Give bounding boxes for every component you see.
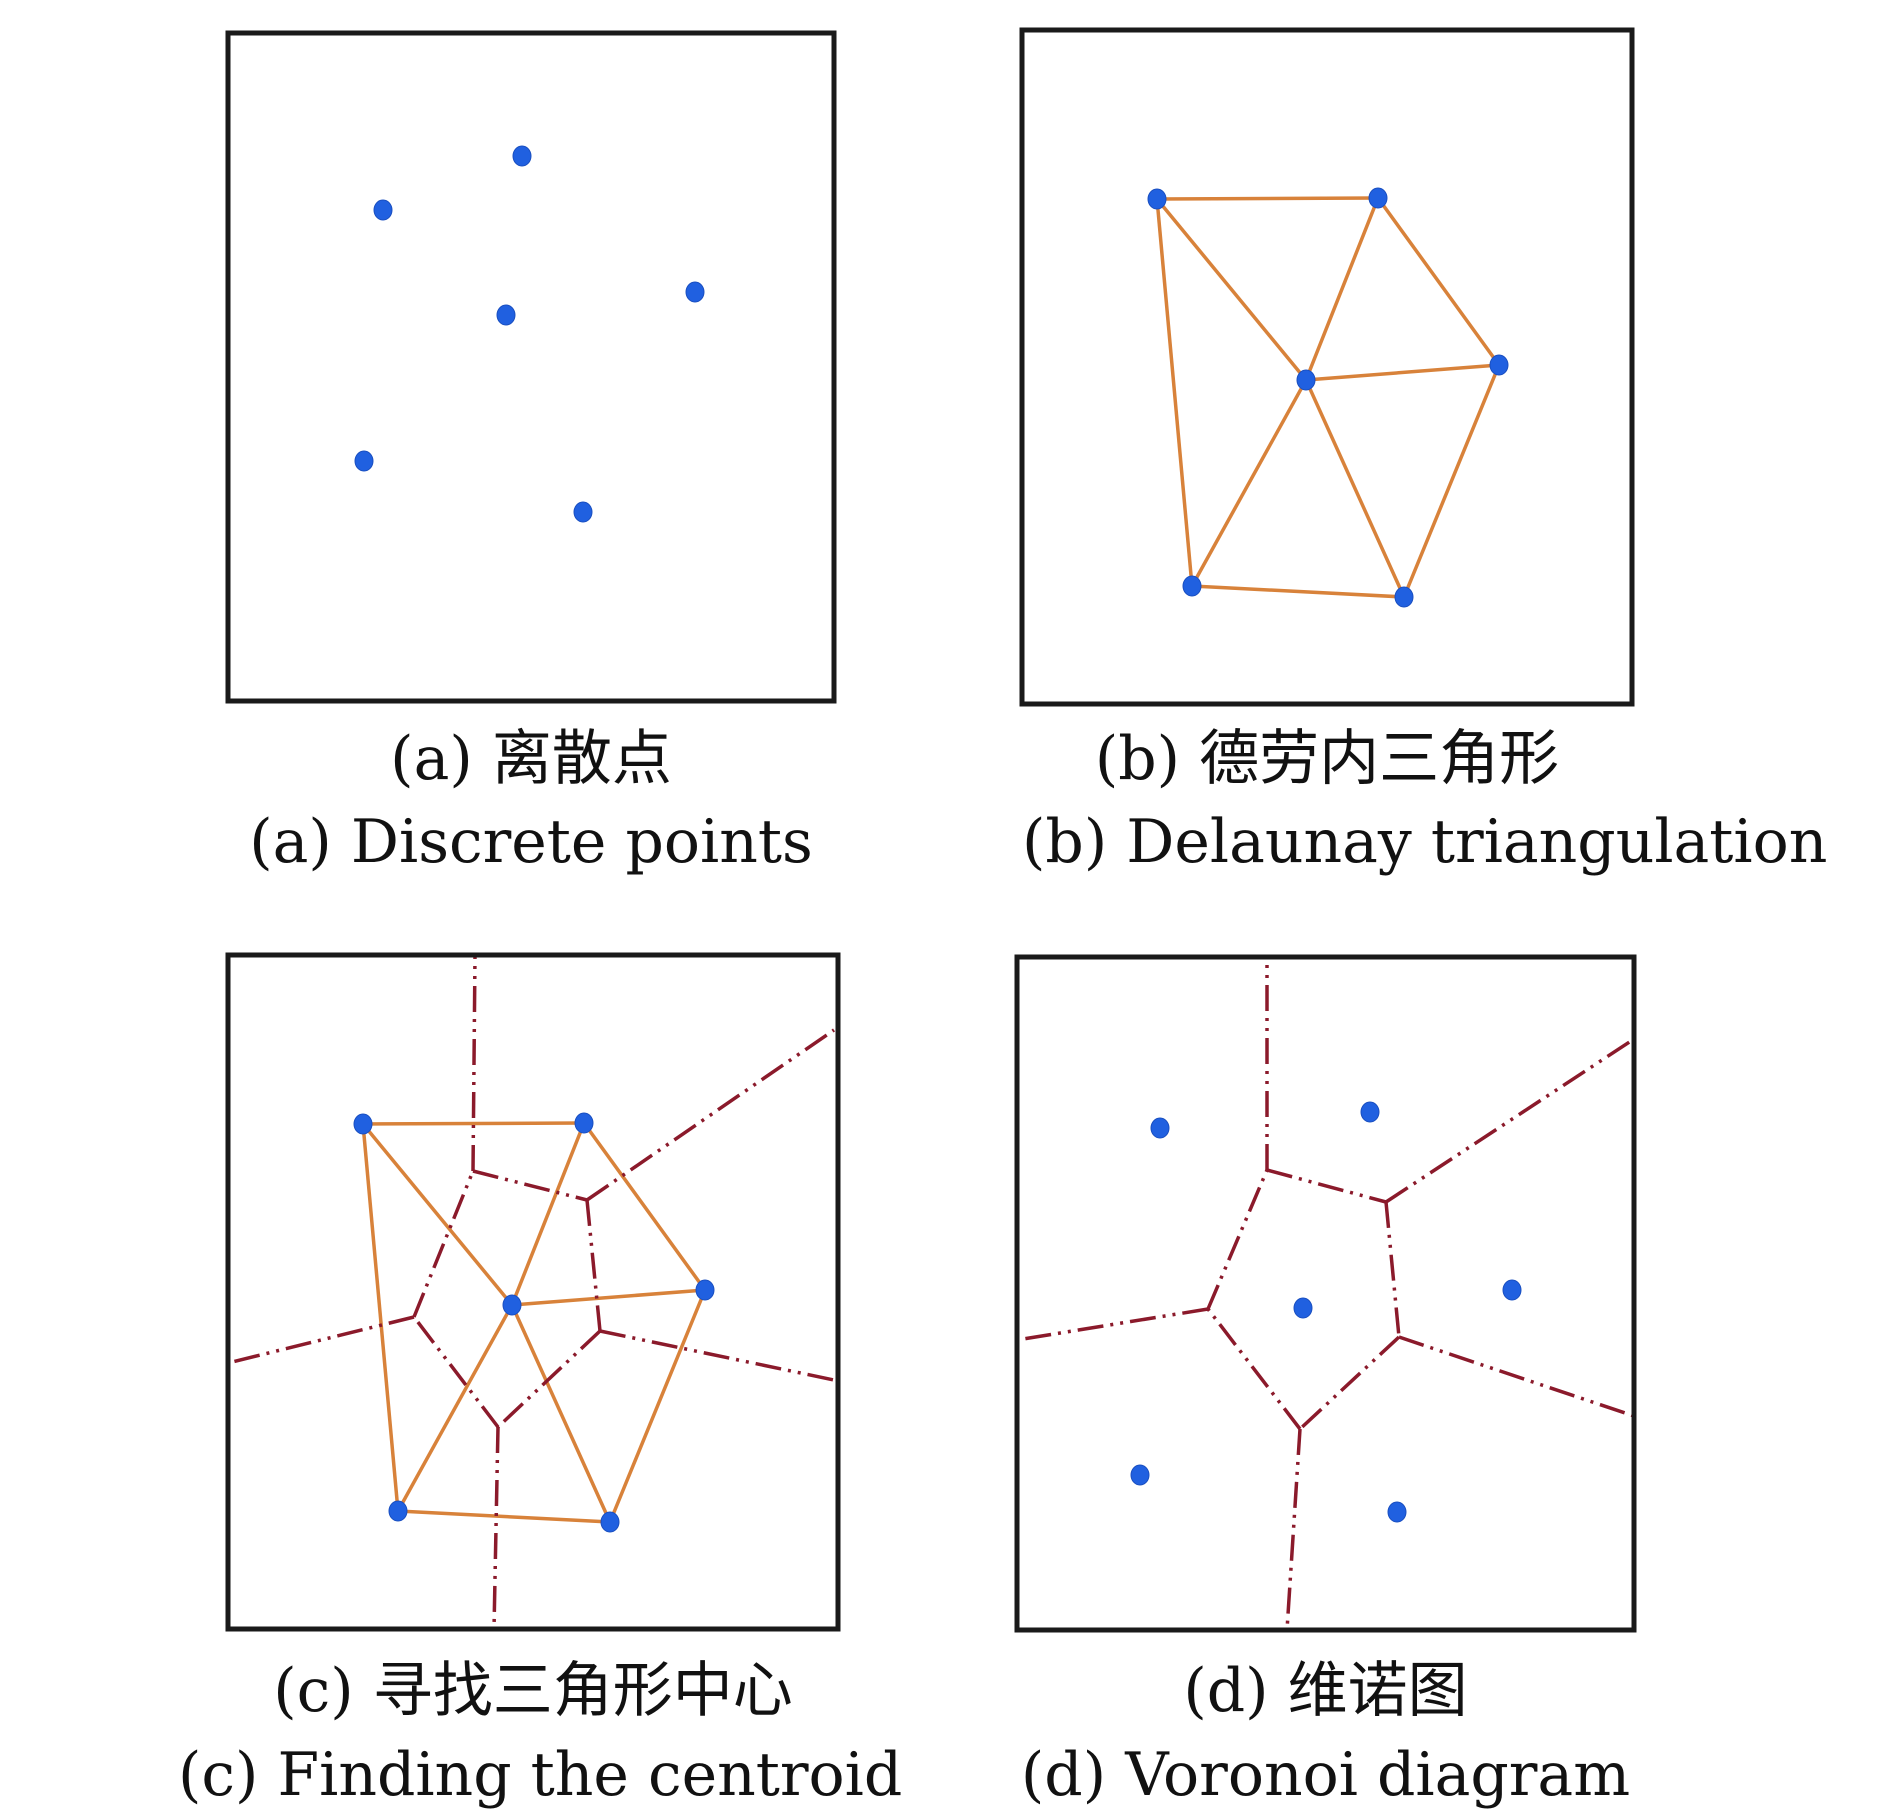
panel-b-triangulation-edge [1376,196,1501,367]
caption-a-zh: (a) 离散点 [390,724,672,794]
panel-d-point [1502,1279,1522,1301]
caption-c-en: (c) Finding the centroid [178,1740,903,1810]
panel-b-triangulation-edge [1402,364,1501,598]
panel-b-point [1296,369,1316,391]
panel-c-frame [225,952,841,1632]
panel-b-triangulation-edge [1155,198,1194,587]
panel-c-triangulation-edge [510,1122,586,1306]
panel-b-triangulation-edge [1190,379,1308,587]
panel-c-triangulation-edge [362,1121,585,1126]
panel-c-triangulation-edge [361,1122,514,1307]
panel-c-triangulation-edge [510,1304,612,1523]
panel-c-point [502,1294,522,1316]
panel-d-voronoi-ray [1385,1037,1635,1204]
panel-c-point [388,1500,408,1522]
panel-a-point [354,450,374,472]
panel-d-voronoi-cell-edge [1266,1168,1387,1204]
panel-c-triangulation-edge [397,1509,611,1524]
panel-c-voronoi-cell-edge [496,1329,602,1429]
panel-c-voronoi-ray [471,954,477,1172]
panel-d-point [1293,1297,1313,1319]
panel-d-voronoi-ray [1016,1307,1209,1342]
panel-a-point [512,145,532,167]
panel-d-point [1387,1501,1407,1523]
panel-c-triangulation-edge [582,1121,707,1292]
panel-b-triangulation-edge [1304,197,1380,381]
panel-b-triangulation-edge [1156,196,1379,201]
panel-b-frame [1019,27,1635,707]
panel-b-point [1394,586,1414,608]
caption-d-zh: (d) 维诺图 [1183,1656,1468,1726]
panel-a-point [573,501,593,523]
panel-c-voronoi-ray [599,1329,835,1382]
panel-d-voronoi-ray [1285,1428,1302,1631]
panel-a-frame [225,30,837,704]
panel-d-voronoi-cell-edge [1206,1169,1269,1310]
panel-d-point [1360,1101,1380,1123]
panel-b-point [1489,354,1509,376]
panel-c-triangulation-edge [608,1289,707,1523]
panel-c-point [600,1511,620,1533]
panel-c-triangulation-edge [361,1123,400,1512]
panel-c-voronoi-cell-edge [412,1315,500,1429]
caption-b-zh: (b) 德劳内三角形 [1094,724,1560,794]
caption-c-zh: (c) 寻找三角形中心 [273,1656,793,1726]
panel-b-point [1182,575,1202,597]
panel-b-triangulation-edge [1305,363,1500,382]
panel-b-triangulation-edge [1155,197,1308,382]
panel-c-point [574,1112,594,1134]
panel-d-point [1150,1117,1170,1139]
panel-c-voronoi-ray [227,1315,415,1365]
panel-b-point [1368,187,1388,209]
panel-c-voronoi-cell-edge [585,1199,602,1332]
panel-a-point [685,281,705,303]
panel-d-voronoi-ray [1398,1335,1635,1418]
caption-d-en: (d) Voronoi diagram [1020,1740,1631,1810]
panel-c-voronoi-cell-edge [472,1169,588,1202]
panel-c-voronoi-ray [586,1028,835,1202]
panel-c-triangulation-edge [511,1288,706,1307]
panel-d-voronoi-cell-edge [1384,1201,1401,1338]
panel-d-voronoi-cell-edge [1206,1307,1302,1431]
panel-b-point [1147,188,1167,210]
panel-c-point [353,1113,373,1135]
caption-b-en: (b) Delaunay triangulation [1022,807,1828,877]
panel-c-voronoi-cell-edge [412,1170,475,1318]
panel-a-point [373,199,393,221]
panel-c-voronoi-ray [492,1426,500,1630]
panel-c-triangulation-edge [396,1304,514,1512]
panel-b-triangulation-edge [1191,584,1405,599]
panel-c-point [695,1279,715,1301]
caption-a-en: (a) Discrete points [249,807,813,877]
panel-d-voronoi-cell-edge [1298,1335,1401,1431]
panel-b-triangulation-edge [1304,379,1406,598]
panel-d-point [1130,1464,1150,1486]
panel-d-frame [1014,954,1637,1633]
panel-a-point [496,304,516,326]
